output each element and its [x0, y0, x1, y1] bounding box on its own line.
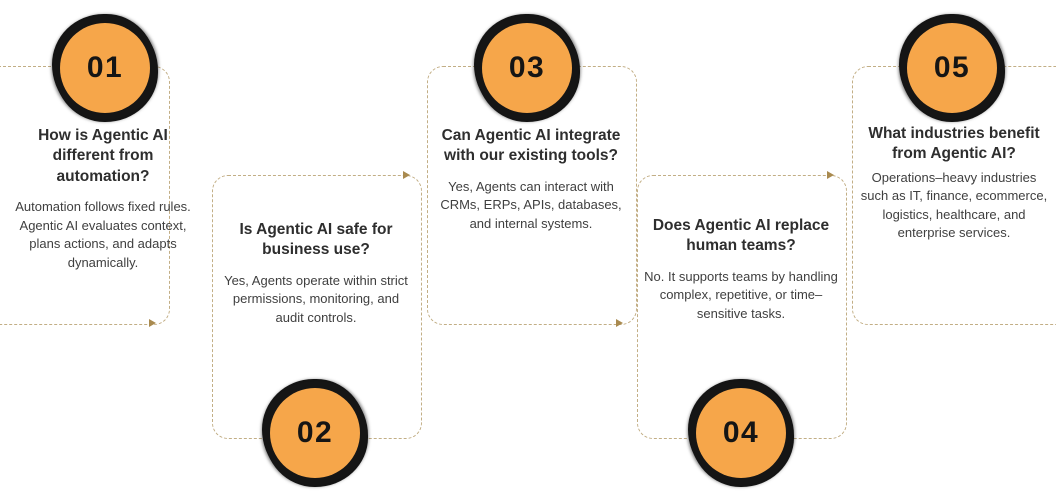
step-badge-4: 04	[689, 381, 793, 485]
faq-item-3: Can Agentic AI integrate with our existi…	[429, 126, 633, 233]
faq-question: What industries benefit from Agentic AI?	[868, 125, 1040, 163]
badge-ring-icon: 05	[900, 16, 1004, 120]
faq-answer: Automation follows fixed rules. Agentic …	[15, 199, 191, 270]
faq-answer: Yes, Agents operate within strict permis…	[224, 272, 408, 325]
badge-circle: 01	[60, 23, 150, 113]
faq-question: How is Agentic AI different from automat…	[38, 127, 168, 185]
faq-question: Can Agentic AI integrate with our existi…	[441, 127, 621, 165]
faq-answer: No. It supports teams by handling comple…	[644, 268, 838, 321]
step-badge-5: 05	[900, 16, 1004, 120]
badge-circle: 03	[482, 23, 572, 113]
badge-ring-icon: 04	[689, 381, 793, 485]
faq-item-2: Is Agentic AI safe for business use? Yes…	[220, 220, 412, 327]
step-number: 05	[933, 51, 971, 84]
flow-arrow-icon	[149, 319, 156, 327]
faq-item-5: What industries benefit from Agentic AI?…	[858, 124, 1050, 243]
faq-answer: Operations–heavy industries such as IT, …	[860, 169, 1048, 241]
badge-circle: 02	[270, 388, 360, 478]
badge-ring-icon: 02	[263, 381, 367, 485]
flow-arrow-icon	[403, 171, 410, 179]
badge-ring-icon: 01	[53, 16, 157, 120]
step-badge-1: 01	[53, 16, 157, 120]
flow-arrow-icon	[827, 171, 834, 179]
step-number: 01	[86, 51, 124, 84]
badge-circle: 05	[907, 23, 997, 113]
badge-ring-icon: 03	[475, 16, 579, 120]
step-badge-3: 03	[475, 16, 579, 120]
step-number: 04	[722, 416, 760, 449]
step-badge-2: 02	[263, 381, 367, 485]
step-number: 02	[296, 416, 334, 449]
faq-item-4: Does Agentic AI replace human teams? No.…	[641, 216, 841, 323]
faq-item-1: How is Agentic AI different from automat…	[8, 126, 198, 272]
badge-circle: 04	[696, 388, 786, 478]
step-number: 03	[508, 51, 546, 84]
faq-answer: Yes, Agents can interact with CRMs, ERPs…	[440, 178, 622, 231]
flow-arrow-icon	[616, 319, 623, 327]
faq-question: Is Agentic AI safe for business use?	[239, 221, 393, 259]
faq-question: Does Agentic AI replace human teams?	[652, 217, 830, 255]
